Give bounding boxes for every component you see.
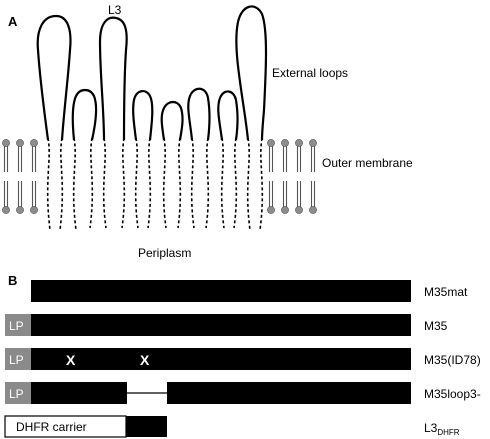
- outer-membrane-label: Outer membrane: [322, 156, 413, 170]
- strand: [147, 137, 152, 229]
- lipid-head: [281, 206, 289, 214]
- periplasm-label: Periplasm: [138, 246, 191, 260]
- m35mat-bar: [31, 280, 411, 302]
- strand: [162, 137, 167, 229]
- strand: [121, 137, 126, 229]
- strand: [72, 137, 77, 231]
- extracellular-loop: [217, 90, 239, 141]
- construct-label: M35mat: [424, 285, 468, 299]
- signal-peptide-box: [5, 348, 31, 370]
- signal-peptide-label: LP: [9, 387, 24, 401]
- lipid-head: [16, 139, 24, 147]
- strand: [190, 137, 195, 229]
- strand: [246, 137, 251, 231]
- strand: [220, 137, 225, 229]
- panel-b-label: B: [8, 273, 17, 288]
- beta-barrel-strands: [46, 137, 264, 231]
- extracellular-loop: [187, 87, 211, 141]
- m35-id78-bar: [31, 348, 411, 370]
- signal-peptide-box: [5, 382, 31, 404]
- m35loop3-bar-right: [167, 382, 411, 404]
- lipid-head: [30, 139, 38, 147]
- strand: [102, 137, 107, 229]
- strand: [46, 137, 51, 231]
- lipid-head: [267, 139, 275, 147]
- external-loops-label: External loops: [272, 66, 348, 80]
- strand: [89, 137, 94, 229]
- strand: [177, 137, 182, 229]
- external-loops: [36, 5, 268, 141]
- signal-peptide-box: [5, 314, 31, 336]
- lipid-head: [2, 139, 10, 147]
- extracellular-loop-l3: [98, 16, 128, 141]
- membrane-lipids: [2, 139, 317, 214]
- strand: [134, 137, 139, 229]
- construct-label: L3DHFR: [424, 421, 460, 437]
- lipid-head: [281, 139, 289, 147]
- lipid-head: [309, 139, 317, 147]
- lipid-head: [267, 206, 275, 214]
- deletion-mark: X: [140, 352, 150, 368]
- construct-label: M35loop3-: [424, 387, 481, 401]
- dhfr-carrier-label: DHFR carrier: [16, 420, 87, 434]
- strand: [233, 137, 238, 229]
- construct-label: M35(ID78): [424, 353, 481, 367]
- strand: [259, 137, 264, 231]
- lipid-head: [30, 206, 38, 214]
- signal-peptide-label: LP: [9, 353, 24, 367]
- extracellular-loop: [71, 88, 98, 141]
- loop-l3-label: L3: [108, 3, 122, 17]
- lipid-head: [2, 206, 10, 214]
- strand: [205, 137, 210, 229]
- lipid-head: [309, 206, 317, 214]
- lipid-head: [16, 206, 24, 214]
- extracellular-loop: [160, 100, 184, 141]
- extracellular-loop: [132, 90, 154, 141]
- m35-bar: [31, 314, 411, 336]
- construct-label: M35: [424, 319, 448, 333]
- deletion-mark: X: [66, 352, 76, 368]
- lipid-head: [295, 206, 303, 214]
- signal-peptide-label: LP: [9, 319, 24, 333]
- m35loop3-bar-left: [31, 382, 127, 404]
- extracellular-loop: [235, 5, 268, 141]
- l3-insert-bar: [126, 416, 167, 437]
- extracellular-loop: [36, 14, 72, 141]
- lipid-head: [295, 139, 303, 147]
- strand: [59, 137, 64, 231]
- panel-a-label: A: [8, 14, 18, 29]
